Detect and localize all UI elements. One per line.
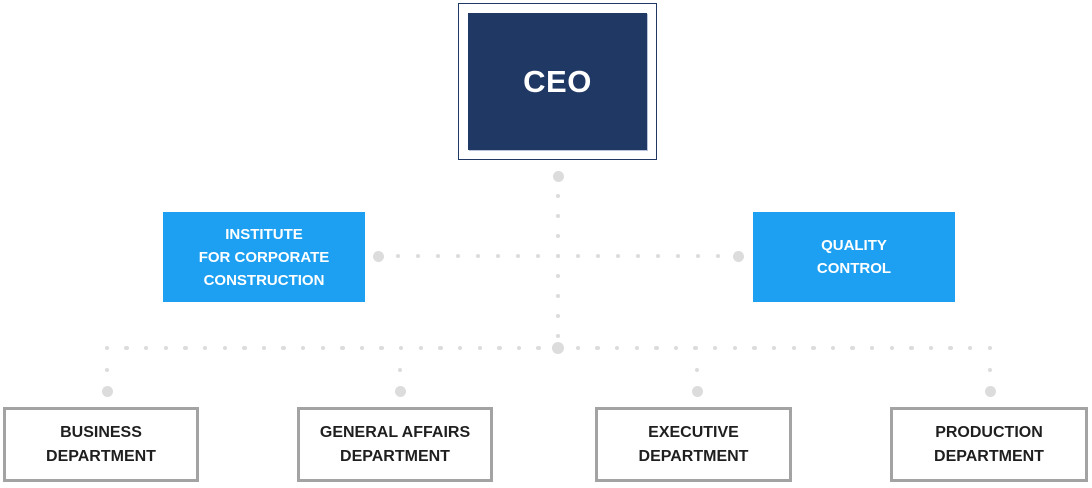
ceo-node-fill: CEO [468,13,647,150]
connector-dot [752,345,757,351]
connector-dot [909,345,914,351]
connector-dot [415,253,421,259]
connector-dot [418,345,424,351]
connector-dot [555,233,561,239]
connector-dot [475,253,481,259]
institute-label: INSTITUTE FOR CORPORATE CONSTRUCTION [198,225,330,289]
connector-dot [359,345,365,351]
connector-dot [477,345,482,351]
connector-dot [379,345,384,351]
connector-dot [552,342,564,354]
connector-dot [575,345,581,351]
executive-department-label: EXECUTIVE DEPARTMENT [638,423,749,465]
ceo-node: CEO [458,3,657,160]
connector-dot [395,253,401,259]
connector-dot [495,253,501,259]
business-department-label: BUSINESS DEPARTMENT [46,423,156,465]
connector-dot [555,213,561,219]
connector-dot [163,345,169,351]
connector-dot [615,253,621,259]
ceo-label: CEO [523,63,592,99]
connector-dot [555,313,561,319]
connector-dot [869,345,875,351]
connector-dot [575,253,581,259]
connector-dot [455,253,461,259]
connector-dot [372,250,384,262]
connector-dot [104,345,110,351]
connector-dot [928,345,934,351]
connector-dot [497,345,502,351]
connector-dot [694,367,700,373]
node-general-affairs-department: GENERAL AFFAIRS DEPARTMENT [297,407,493,482]
connector-dot [771,345,777,351]
connector-dot [555,333,561,339]
connector-dot [984,385,996,397]
node-executive-department: EXECUTIVE DEPARTMENT [595,407,792,482]
connector-dot [202,345,208,351]
connector-dot [614,345,620,351]
connector-dot [124,345,129,351]
connector-dot [515,253,521,259]
connector-dot [673,345,679,351]
connector-dot [435,253,441,259]
connector-dot [691,385,703,397]
connector-dot [438,345,443,351]
connector-dot [595,253,601,259]
connector-dot [693,345,698,351]
connector-dot [397,367,403,373]
connector-dot [732,345,738,351]
connector-dot [654,345,659,351]
connector-dot [695,253,701,259]
connector-dot [948,345,953,351]
node-production-department: PRODUCTION DEPARTMENT [890,407,1088,482]
connector-dot [101,385,113,397]
connector-dot [183,345,188,351]
connector-dot [457,345,463,351]
connector-dot [261,345,267,351]
connector-dot [987,345,993,351]
connector-dot [394,385,406,397]
general-affairs-department-label: GENERAL AFFAIRS DEPARTMENT [319,423,471,465]
connector-dot [516,345,522,351]
connector-dot [634,345,639,351]
connector-dot [715,253,721,259]
connector-dot [811,345,816,351]
connector-dot [555,253,561,259]
connector-dot [850,345,855,351]
connector-dot [987,367,993,373]
connector-dot [340,345,345,351]
connector-dot [555,193,561,199]
connector-dot [281,345,286,351]
connector-dot [552,170,564,182]
connector-dot [595,345,600,351]
connector-dot [320,345,325,351]
connector-dot [104,367,110,373]
connector-dot [144,345,149,351]
connector-dot [889,345,894,351]
connector-dot [399,345,404,351]
connector-dot [222,345,227,351]
connector-dot [242,345,247,351]
connector-dot [675,253,681,259]
connector-dot [635,253,641,259]
connector-dot [713,345,718,351]
node-institute-for-corporate-construction: INSTITUTE FOR CORPORATE CONSTRUCTION [163,212,365,302]
connector-dot [555,293,561,299]
quality-control-label: QUALITY CONTROL [816,237,892,277]
node-business-department: BUSINESS DEPARTMENT [3,407,199,482]
connector-dot [535,253,541,259]
connector-dot [791,345,796,351]
connector-dot [968,345,973,351]
connector-dot [536,345,541,351]
production-department-label: PRODUCTION DEPARTMENT [934,423,1044,465]
connector-dot [555,273,561,279]
connector-dot [655,253,661,259]
node-quality-control: QUALITY CONTROL [753,212,955,302]
connector-dot [732,250,744,262]
connector-dot [301,345,306,351]
connector-dot [830,345,836,351]
